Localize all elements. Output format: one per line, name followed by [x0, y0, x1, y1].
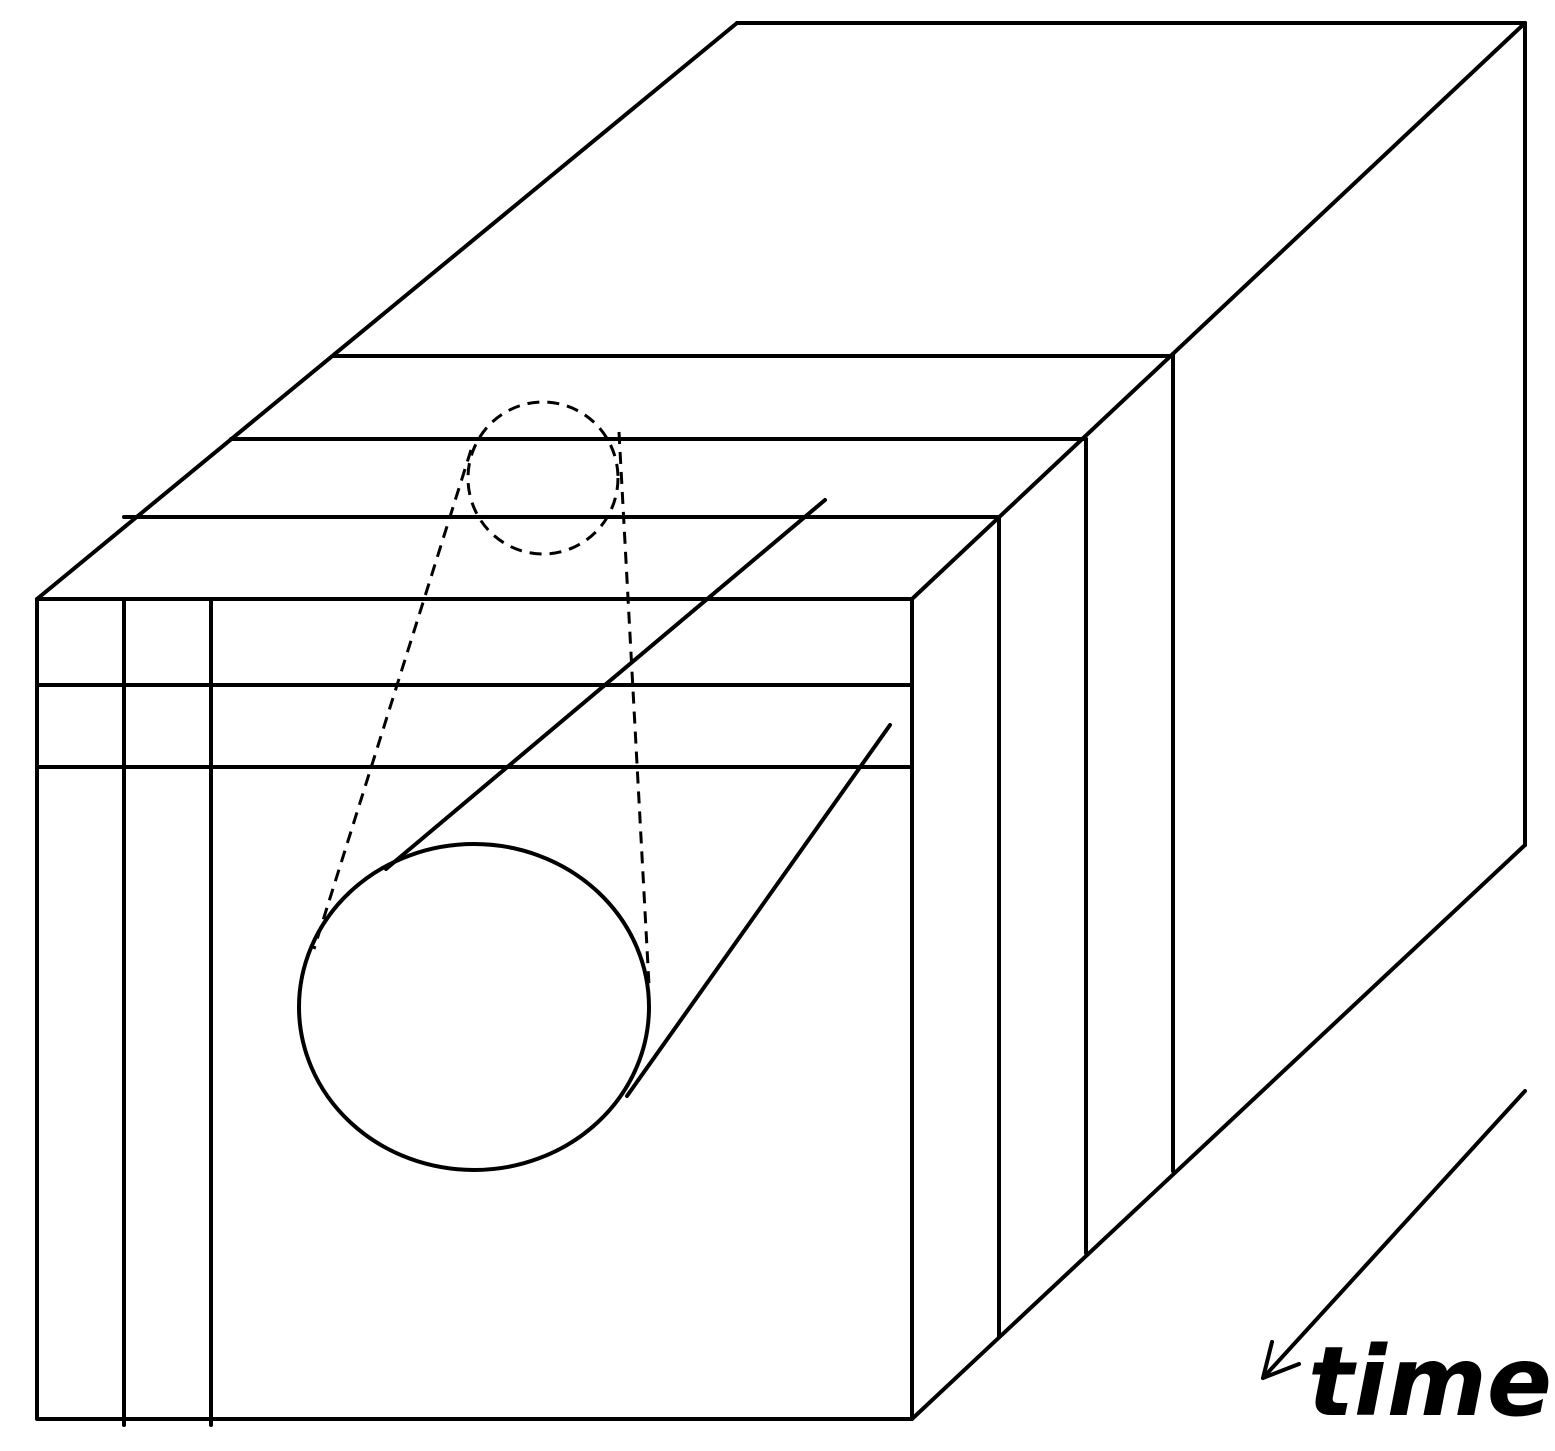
- top-left-depth-edge: [35, 21, 739, 601]
- receptive-field-cone: [312, 400, 651, 986]
- dashed-cone-left-line: [312, 449, 473, 950]
- bottom-right-depth-edge: [910, 843, 1527, 1421]
- time-axis: time: [1261, 1089, 1552, 1438]
- front-face-border: [35, 597, 914, 1421]
- top-right-depth-edge: [910, 21, 1527, 601]
- dashed-cone-right-line: [617, 431, 651, 986]
- front-region-circle: [297, 842, 651, 1172]
- front-face: [35, 597, 914, 1427]
- tube-upper-tangent-line: [384, 498, 827, 871]
- time-arrow-line: [1261, 1089, 1527, 1380]
- right-face: [910, 21, 1527, 1421]
- top-face: [35, 21, 1527, 601]
- region-tube: [297, 498, 892, 1172]
- time-label: time: [1308, 1326, 1552, 1438]
- dashed-source-circle: [466, 400, 620, 556]
- time-arrow-head-icon: [1261, 1340, 1301, 1380]
- tube-lower-tangent-line: [625, 723, 892, 1098]
